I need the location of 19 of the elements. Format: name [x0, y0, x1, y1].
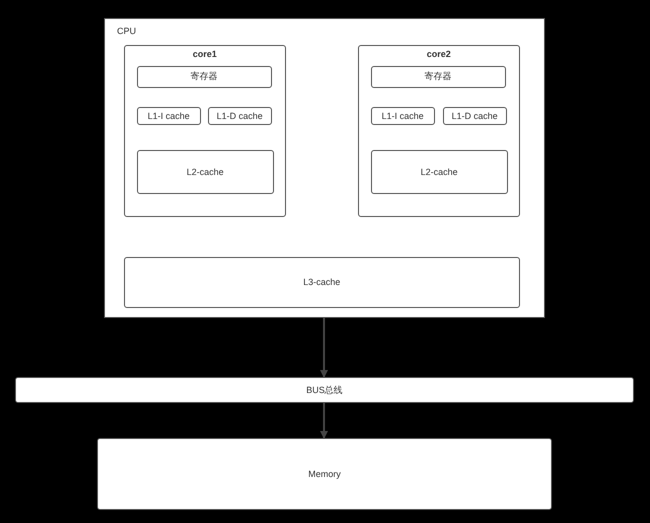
- core-box: [358, 44, 520, 217]
- box-title: core2: [426, 48, 452, 59]
- arrow: [320, 403, 328, 439]
- register-box: 寄存器: [370, 66, 506, 88]
- cache-box: L1-I cache: [136, 106, 201, 125]
- bus-box: BUS总线: [15, 377, 634, 403]
- cache-box: L2-cache: [370, 150, 508, 194]
- cache-box: L3-cache: [124, 256, 520, 308]
- box-title: core1: [192, 48, 218, 59]
- register-box: 寄存器: [136, 66, 272, 88]
- cache-box: L2-cache: [136, 150, 274, 194]
- arrow: [320, 318, 328, 378]
- memory-box: Memory: [97, 438, 552, 510]
- box-title: CPU: [117, 26, 136, 36]
- core-box: [124, 44, 286, 217]
- cache-box: L1-D cache: [208, 106, 272, 125]
- cache-box: L1-D cache: [442, 106, 507, 125]
- cache-box: L1-I cache: [370, 106, 435, 125]
- cpu-box: [104, 18, 545, 318]
